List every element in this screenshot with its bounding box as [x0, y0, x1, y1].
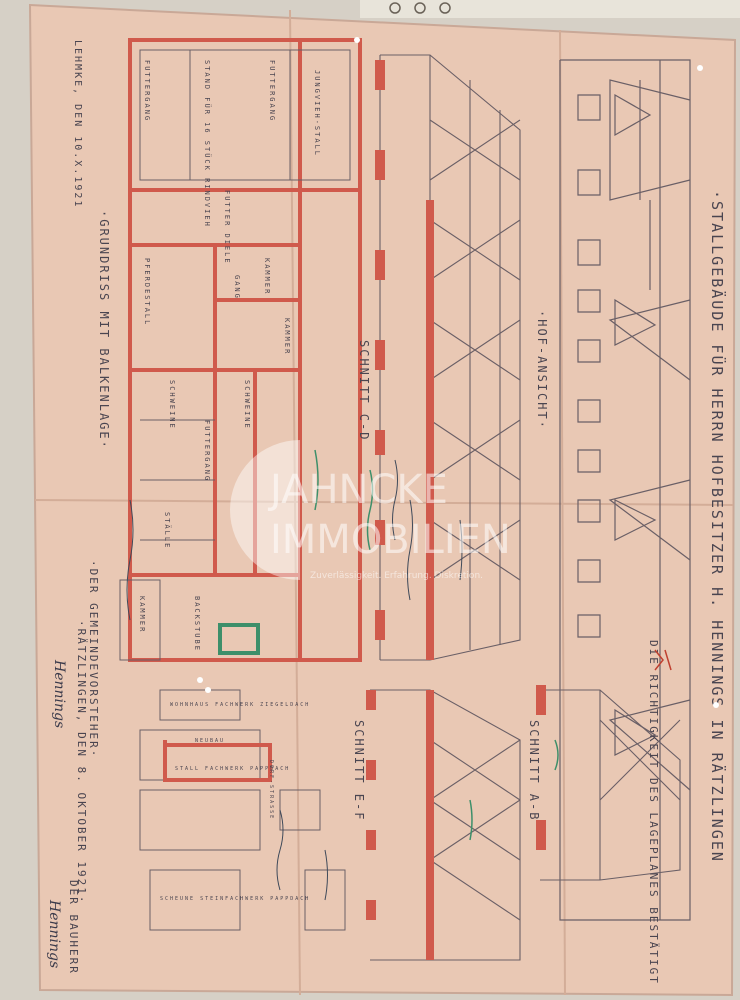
green-annotations [314, 449, 559, 841]
room-futtergang-1: FUTTERGANG [143, 60, 151, 122]
lageplan [139, 689, 346, 931]
room-kammer-2: KAMMER [283, 318, 291, 355]
watermark: JAHNCKE IMMOBILIEN Zuverlässigkeit. Erfa… [230, 440, 511, 581]
hof-ansicht-label: ·HOF-ANSICHT· [535, 310, 549, 430]
paper-edge [28, 3, 737, 997]
room-schweine-1: SCHWEINE [168, 380, 176, 430]
pin-holes [197, 37, 719, 708]
room-pferdestall: PFERDESTALL [143, 258, 151, 326]
section-ab-red-columns [536, 685, 546, 850]
title-text: ·STALLGEBÄUDE FÜR HERRN HOFBESITZER H. H… [708, 190, 727, 863]
certification: DIE RICHTIGKEIT DES LAGEPLANES BESTÄTIGT [647, 640, 660, 985]
room-schweine-2: SCHWEINE [243, 380, 251, 430]
section-red-columns [375, 60, 434, 660]
grundriss-label: ·GRUNDRISS MIT BALKENLAGE· [97, 210, 111, 450]
signature-bauherr: Hennings [46, 899, 62, 968]
green-insert [218, 623, 260, 655]
handwritten-annotations [126, 459, 463, 901]
schnitt-ab-section [540, 689, 681, 881]
room-futterdiele: FUTTER DIELE [223, 190, 231, 265]
room-futtergang-2: FUTTERGANG [268, 60, 276, 122]
site-dorfstrasse: DORF-STRASSE [268, 760, 274, 820]
watermark-name-2: IMMOBILIEN [270, 517, 511, 563]
site-stall: STALL FACHWERK PAPPDACH [175, 766, 290, 772]
fold-line [34, 499, 734, 506]
room-jungvieh: JUNGVIEH-STALL [313, 70, 321, 157]
schnitt-ef-label: SCHNITT E-F [352, 720, 366, 821]
room-stand: STAND FÜR 16 STÜCK RINDVIEH [203, 60, 212, 228]
room-backstube: BACKSTUBE [193, 596, 201, 652]
room-kammer-1: KAMMER [263, 258, 271, 295]
site-wohnhaus: WOHNHAUS FACHWERK ZIEGELDACH [170, 702, 310, 708]
site-neubau: NEUBAU [195, 738, 225, 744]
watermark-name-1: JAHNCKE [267, 467, 448, 513]
room-staelle: STÄLLE [163, 512, 172, 549]
watermark-tagline: Zuverlässigkeit. Erfahrung. Diskretion. [310, 571, 483, 581]
date-left: LEHMKE, DEN 10.X.1921 [72, 40, 83, 208]
watermark-arc [230, 440, 300, 580]
section-ef-red-columns [366, 690, 434, 960]
paper-sheet [30, 5, 735, 995]
site-scheune: SCHEUNE STEINFACHWERK PAPPDACH [160, 896, 310, 902]
room-gang: GANG [233, 275, 241, 300]
red-stamp [654, 649, 672, 671]
room-futtergang-3: FUTTERGANG [203, 420, 211, 482]
grundriss-inner-lines [119, 49, 351, 661]
fold-line [559, 29, 566, 996]
room-kammer-3: KAMMER [138, 596, 146, 633]
lace-cloth [360, 0, 740, 18]
gemeindevorsteher: ·DER GEMEINDEVORSTEHER· [87, 560, 100, 758]
lace-pattern [389, 2, 451, 14]
bauherr: DER BAUHERR [67, 880, 80, 975]
hof-ansicht-elevation [559, 59, 691, 921]
place-date: ·RÄTZLINGEN, DEN 8. OKTOBER 1921· [75, 620, 88, 905]
signature-gemeinde: Hennings [51, 659, 67, 728]
schnitt-cd-label: SCHNITT C-D [357, 340, 371, 441]
grundriss-walls [128, 38, 362, 662]
schnitt-ab-label: SCHNITT A-B [527, 720, 541, 821]
